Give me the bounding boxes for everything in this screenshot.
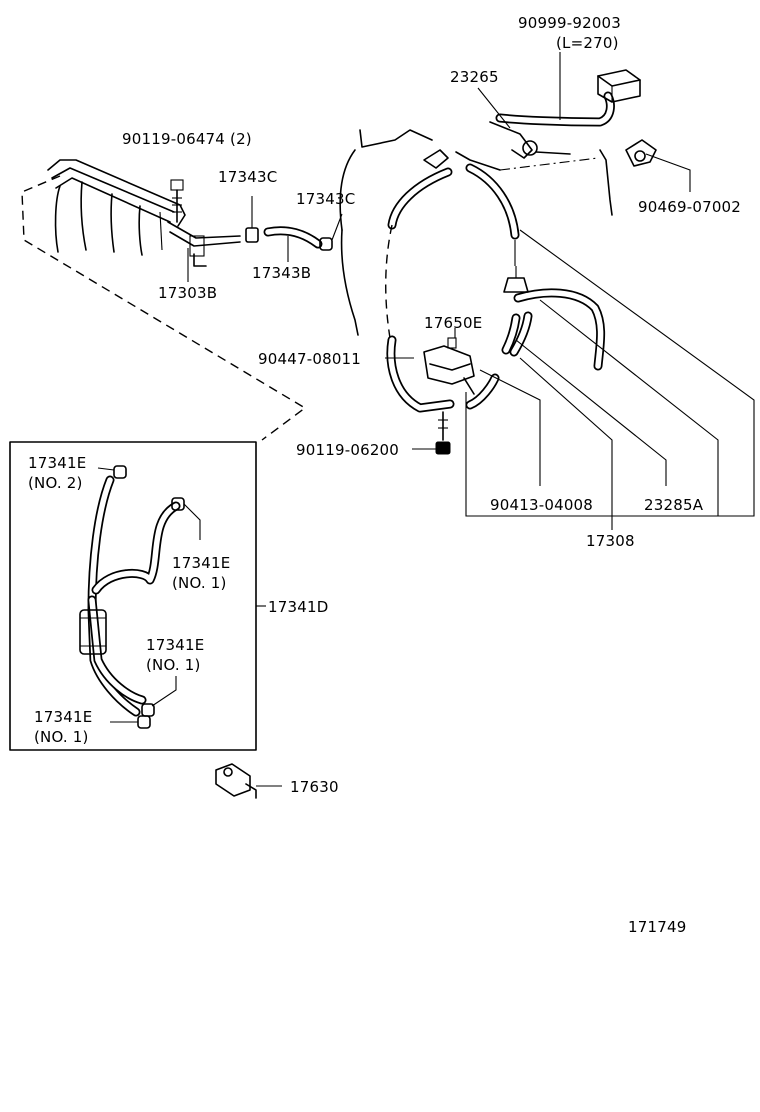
label-17341e-no2: 17341E [28, 454, 86, 472]
hose-17343b [263, 226, 323, 262]
label-17341e-no1-a: 17341E [172, 554, 230, 572]
vsv-short-hose [465, 373, 500, 410]
hose-17308 [501, 311, 533, 357]
clip-17341e-no2-icon [97, 465, 127, 479]
label-17343c-left: 17343C [218, 168, 277, 186]
clip-17343c-right-icon [319, 213, 343, 251]
fitting-17630-icon [215, 763, 282, 799]
vacuum-hose-90447-08011 [385, 167, 455, 413]
label-17630: 17630 [290, 778, 339, 796]
hose-23285a [513, 288, 606, 371]
label-17343b: 17343B [252, 264, 311, 282]
label-90413-04008: 90413-04008 [490, 496, 593, 514]
label-90119-06474: 90119-06474 (2) [122, 130, 252, 148]
part-labels: 90999-92003 (L=270) 23265 90119-06474 (2… [28, 14, 741, 936]
clamp-90469-07002-icon [625, 139, 691, 192]
label-17341e-no1-c: 17341E [34, 708, 92, 726]
label-90119-06200: 90119-06200 [296, 441, 399, 459]
leader-lines [385, 229, 755, 530]
label-17343c-right: 17343C [296, 190, 355, 208]
label-17341d: 17341D [268, 598, 328, 616]
vacuum-tank-icon [597, 69, 641, 103]
clip-17341e-no1-mid-icon [141, 676, 177, 717]
air-cleaner-housing [47, 159, 186, 256]
engine-bracket [423, 149, 501, 171]
label-23285a: 23285A [644, 496, 704, 514]
label-23265: 23265 [450, 68, 499, 86]
bolt-90119-06200-icon [435, 411, 451, 455]
bolt-90119-06474-icon [170, 179, 184, 223]
label-no1-c: (NO. 1) [34, 728, 89, 746]
air-cleaner-dashed-leader [21, 175, 307, 441]
label-90999-92003: 90999-92003 [518, 14, 621, 32]
label-90447-08011: 90447-08011 [258, 350, 361, 368]
box-17341d [9, 441, 257, 751]
clip-17341e-no1-bottom-icon [110, 715, 151, 729]
label-17303b: 17303B [158, 284, 217, 302]
label-17650e: 17650E [424, 314, 482, 332]
label-no1-b: (NO. 1) [146, 656, 201, 674]
illustration-number: 171749 [628, 918, 686, 936]
check-valve-23265-icon [477, 87, 571, 159]
label-90469-07002: 90469-07002 [638, 198, 741, 216]
label-17341e-no1-b: 17341E [146, 636, 204, 654]
label-17308: 17308 [586, 532, 635, 550]
clip-17343c-left-icon [245, 196, 259, 243]
label-length-270: (L=270) [556, 34, 619, 52]
vacuum-transmitter-icon [503, 266, 529, 293]
vsv-17650e-icon [423, 337, 475, 395]
vacuum-hose-right [465, 163, 520, 266]
label-no2: (NO. 2) [28, 474, 83, 492]
engine-outline [339, 129, 613, 336]
clip-17341e-no1-top-icon [171, 497, 201, 540]
hose-set-17341d [79, 475, 181, 717]
label-no1-a: (NO. 1) [172, 574, 227, 592]
bracket-17303b [167, 221, 241, 282]
hose-90999-92003 [495, 91, 615, 127]
